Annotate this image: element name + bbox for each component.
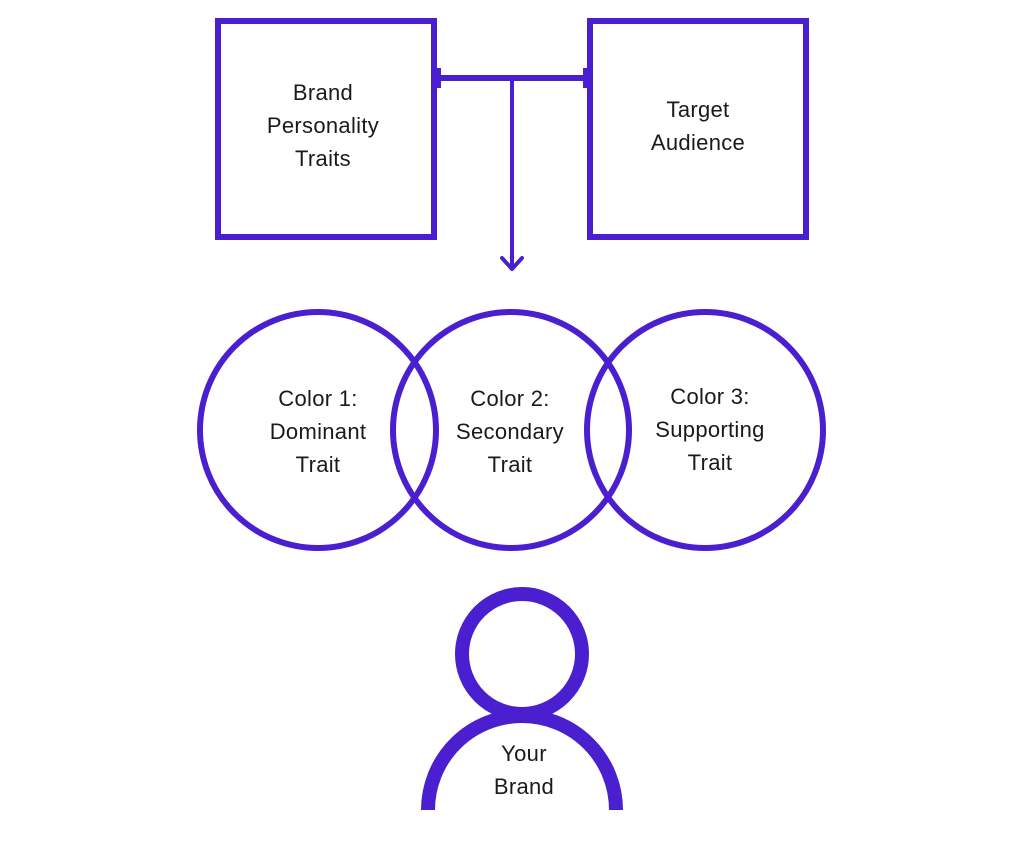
target-audience-label: Target Audience — [590, 93, 806, 159]
circle-1-line-1: Color 1: — [278, 386, 358, 411]
person-body — [421, 709, 623, 811]
target-audience-line-2: Audience — [650, 130, 746, 155]
person-icon — [421, 587, 623, 811]
circle-color-2-label: Color 2: Secondary Trait — [430, 382, 590, 481]
circle-color-3 — [584, 309, 826, 551]
your-brand-label: Your Brand — [464, 737, 584, 803]
target-audience-box — [587, 18, 809, 240]
circle-1-line-2: Dominant — [269, 419, 367, 444]
brand-personality-line-3: Traits — [295, 146, 351, 171]
circle-2-line-3: Trait — [487, 452, 533, 477]
brand-personality-label: Brand Personality Traits — [218, 76, 428, 175]
your-brand-line-2: Brand — [493, 774, 555, 799]
target-audience-line-1: Target — [666, 97, 730, 122]
person-head — [455, 587, 589, 721]
circle-3-line-2: Supporting — [655, 417, 765, 442]
circle-color-1 — [197, 309, 439, 551]
your-brand-line-1: Your — [501, 741, 547, 766]
circle-color-1-label: Color 1: Dominant Trait — [238, 382, 398, 481]
circle-2-line-2: Secondary — [456, 419, 564, 444]
brand-personality-box — [215, 18, 437, 240]
circle-3-line-1: Color 3: — [670, 384, 750, 409]
circle-2-line-1: Color 2: — [470, 386, 550, 411]
brand-personality-line-2: Personality — [266, 113, 380, 138]
down-arrow-head — [500, 256, 524, 271]
circle-color-2 — [390, 309, 632, 551]
circle-3-line-3: Trait — [687, 450, 733, 475]
circle-color-3-label: Color 3: Supporting Trait — [630, 380, 790, 479]
circle-1-line-3: Trait — [295, 452, 341, 477]
brand-personality-line-1: Brand — [292, 80, 354, 105]
